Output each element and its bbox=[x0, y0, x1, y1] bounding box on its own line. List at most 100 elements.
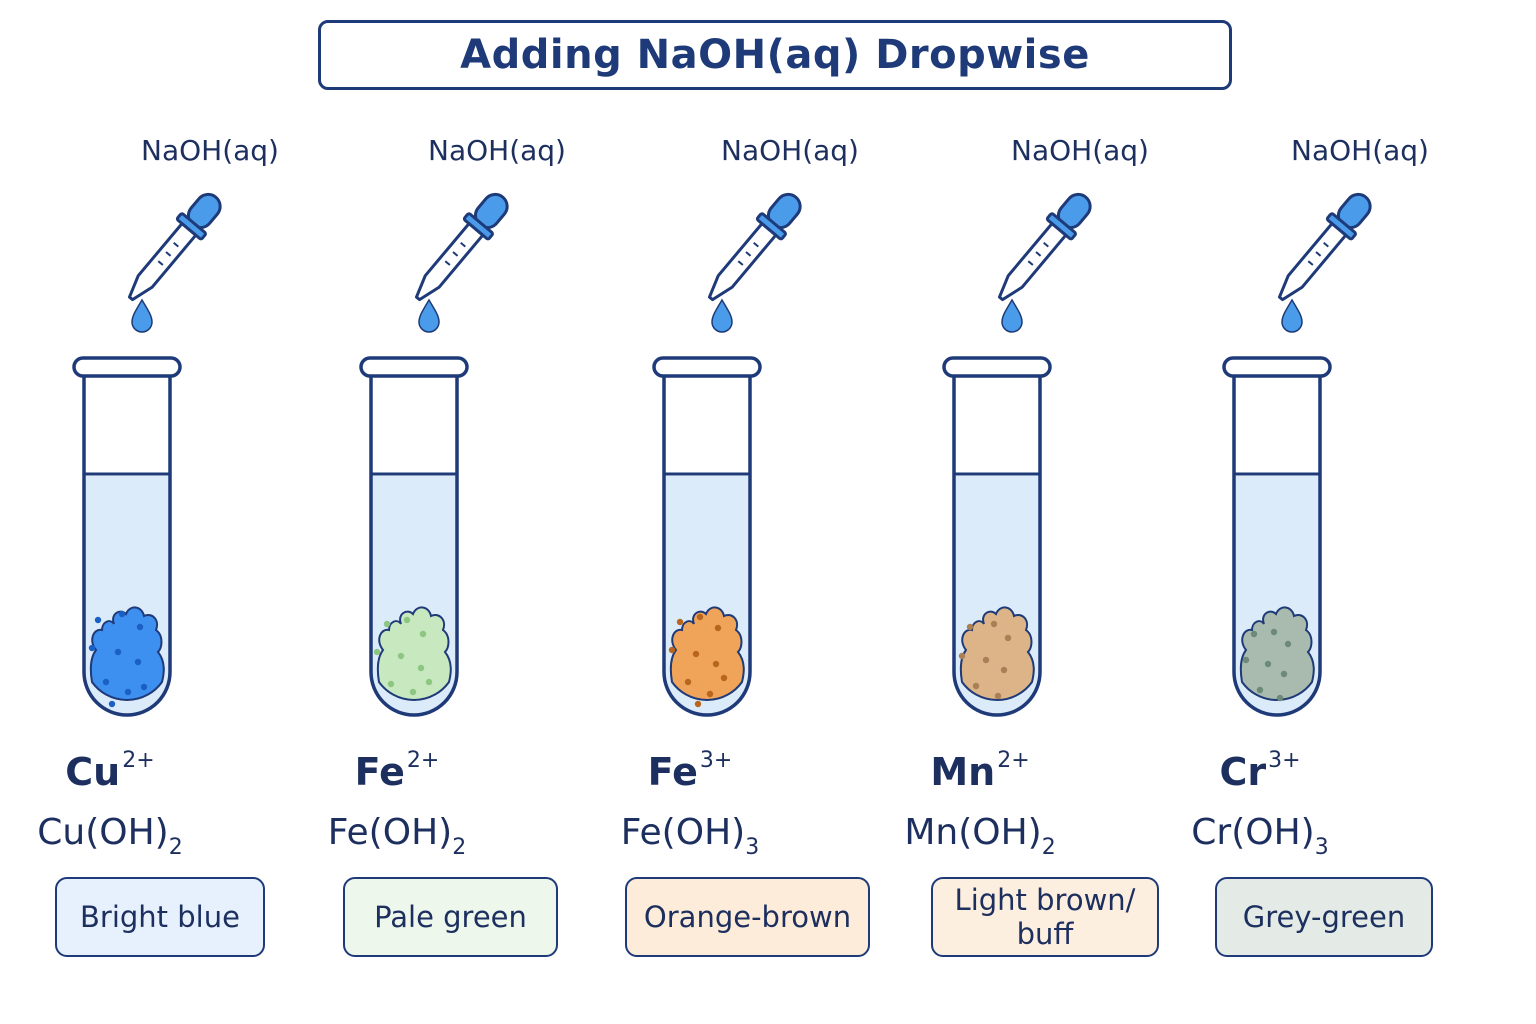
test-tube-icon bbox=[359, 356, 469, 717]
precipitate-icon bbox=[89, 606, 165, 701]
ion-charge: 3+ bbox=[1268, 748, 1301, 773]
ion-label: Cu2+ bbox=[0, 748, 235, 794]
formula-subscript: 3 bbox=[1314, 835, 1329, 860]
precipitate-dot bbox=[1280, 670, 1288, 678]
ion-charge: 2+ bbox=[122, 748, 155, 773]
ion-label: Fe2+ bbox=[272, 748, 522, 794]
dropper-icon bbox=[127, 192, 222, 333]
test-tube-icon bbox=[942, 356, 1052, 717]
precipitate-color-label: Pale green bbox=[343, 877, 558, 957]
precipitate-dot bbox=[1270, 628, 1278, 636]
precipitate-dot bbox=[676, 618, 684, 626]
precipitate-dot bbox=[982, 656, 990, 664]
tube-rim bbox=[652, 356, 762, 378]
precipitate-dot bbox=[1276, 694, 1284, 702]
precipitate-dot bbox=[684, 678, 692, 686]
precipitate-dot bbox=[397, 652, 405, 660]
ion-symbol: Fe bbox=[354, 750, 405, 794]
precipitate-dot bbox=[972, 682, 980, 690]
page-title: Adding NaOH(aq) Dropwise bbox=[460, 32, 1090, 78]
precipitate-dot bbox=[102, 678, 110, 686]
precipitate-dot bbox=[1000, 666, 1008, 674]
precipitate-dot bbox=[94, 616, 102, 624]
tube-rim bbox=[72, 356, 182, 378]
formula-base: Cu(OH) bbox=[37, 812, 169, 853]
drop-icon bbox=[418, 298, 440, 333]
precipitate-dot bbox=[692, 650, 700, 658]
precipitate-dot bbox=[136, 623, 144, 631]
dropper-icon bbox=[997, 192, 1092, 333]
precipitate-dot bbox=[994, 692, 1002, 700]
precipitate-dot bbox=[1284, 640, 1292, 648]
tube-wall bbox=[369, 372, 459, 717]
precipitate-dot bbox=[696, 613, 704, 621]
precipitate-dot bbox=[712, 660, 720, 668]
reagent-label: NaOH(aq) bbox=[1291, 134, 1429, 167]
precipitate-dot bbox=[714, 624, 722, 632]
ion-symbol: Fe bbox=[647, 750, 698, 794]
precipitate-dot bbox=[140, 683, 148, 691]
test-tube-icon bbox=[1222, 356, 1332, 717]
tube-wall bbox=[662, 372, 752, 717]
drop-icon bbox=[711, 298, 733, 333]
tube-wall bbox=[1232, 372, 1322, 717]
reagent-label: NaOH(aq) bbox=[1011, 134, 1149, 167]
ion-charge: 2+ bbox=[997, 748, 1030, 773]
precipitate-dot bbox=[668, 646, 676, 654]
precipitate-dot bbox=[720, 674, 728, 682]
precipitate-color-label: Bright blue bbox=[55, 877, 265, 957]
precipitate-icon bbox=[959, 606, 1035, 701]
precipitate-icon bbox=[1239, 606, 1315, 701]
precipitate-dot bbox=[114, 648, 122, 656]
ion-charge: 3+ bbox=[699, 748, 733, 773]
ion-label: Fe3+ bbox=[565, 748, 815, 794]
reagent-label: NaOH(aq) bbox=[721, 134, 859, 167]
precipitate-dot bbox=[88, 644, 96, 652]
formula-base: Mn(OH) bbox=[904, 812, 1042, 853]
precipitate-dot bbox=[383, 620, 391, 628]
ion-charge: 2+ bbox=[406, 748, 440, 773]
dropper-tube bbox=[414, 222, 485, 302]
precipitate-dot bbox=[1256, 686, 1264, 694]
ion-label: Cr3+ bbox=[1135, 748, 1385, 794]
formula-label: Cr(OH)3 bbox=[1135, 812, 1385, 860]
ion-symbol: Cr bbox=[1219, 750, 1267, 794]
tube-wall bbox=[82, 372, 172, 717]
test-tube-icon bbox=[652, 356, 762, 717]
precipitate-dot bbox=[403, 616, 411, 624]
precipitate-dot bbox=[118, 610, 126, 618]
reagent-label: NaOH(aq) bbox=[141, 134, 279, 167]
precipitate-dot bbox=[419, 630, 427, 638]
drop-icon bbox=[1001, 298, 1023, 333]
formula-label: Mn(OH)2 bbox=[855, 812, 1105, 860]
dropper-tube bbox=[1277, 222, 1348, 302]
formula-base: Fe(OH) bbox=[327, 812, 453, 853]
precipitate-color-label: Grey-green bbox=[1215, 877, 1433, 957]
ion-label: Mn2+ bbox=[855, 748, 1105, 794]
dropper-icon bbox=[1277, 192, 1372, 333]
precipitate-dot bbox=[108, 700, 116, 708]
title-box: Adding NaOH(aq) Dropwise bbox=[318, 20, 1232, 90]
drop-icon bbox=[1281, 298, 1303, 333]
precipitate-icon bbox=[376, 606, 452, 701]
ion-symbol: Mn bbox=[930, 750, 996, 794]
precipitate-dot bbox=[1264, 660, 1272, 668]
tube-rim bbox=[942, 356, 1052, 378]
formula-label: Fe(OH)2 bbox=[272, 812, 522, 860]
dropper-icon bbox=[414, 192, 509, 333]
precipitate-dot bbox=[124, 688, 132, 696]
dropper-icon bbox=[707, 192, 802, 333]
precipitate-dot bbox=[134, 658, 142, 666]
precipitate-color-label: Orange-brown bbox=[625, 877, 870, 957]
precipitate-dot bbox=[425, 678, 433, 686]
precipitate-dot bbox=[1004, 634, 1012, 642]
formula-subscript: 2 bbox=[1041, 835, 1056, 860]
reagent-label: NaOH(aq) bbox=[428, 134, 566, 167]
formula-subscript: 2 bbox=[452, 835, 467, 860]
formula-subscript: 2 bbox=[168, 835, 183, 860]
dropper-tube bbox=[997, 222, 1068, 302]
